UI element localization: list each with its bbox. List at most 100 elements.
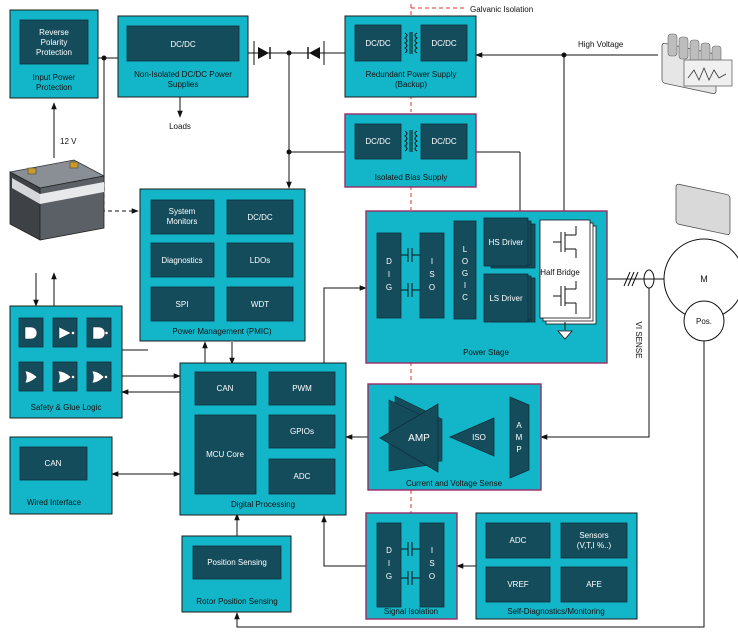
twelve-volt-label: 12 V: [60, 137, 77, 146]
high-voltage-battery-pack-icon: [661, 33, 733, 236]
can-box: [194, 371, 257, 406]
amp-big-label: AMP: [408, 433, 430, 444]
can-label: CAN: [217, 384, 234, 393]
redundant-dcdc-left-box: [354, 24, 402, 62]
pmic-dcdc-label: DC/DC: [247, 213, 273, 222]
pmic-spi-label: SPI: [176, 300, 189, 309]
power-stage-logic-box: [453, 220, 477, 320]
bias-dcdc-left-label: DC/DC: [365, 137, 391, 146]
amp-big-triangle: [379, 403, 439, 473]
wired-caption: Wired Interface: [27, 498, 82, 507]
non-isolated-dcdc-label: DC/DC: [170, 40, 196, 49]
mosfet-low-icon: [553, 281, 577, 314]
power-stage-caption: Power Stage: [463, 348, 509, 357]
bias-dcdc-right-box: [420, 123, 468, 160]
bias-dcdc-right-label: DC/DC: [431, 137, 457, 146]
pmic-ldos-box: [226, 242, 294, 278]
redundant-caption: Redundant Power Supply(Backup): [366, 70, 457, 89]
iso-triangle: [448, 417, 495, 457]
rotor-position-caption: Rotor Position Sensing: [196, 597, 277, 606]
pmic-diagnostics-box: [150, 242, 215, 278]
diode-right-icon: [307, 47, 320, 59]
pmic-ldos-label: LDOs: [250, 256, 270, 265]
logic-gates-icon: [18, 317, 112, 392]
bias-dcdc-left-box: [354, 123, 402, 160]
signal-isolation-caption: Signal Isolation: [384, 607, 438, 616]
motor-label: M: [700, 274, 708, 284]
amp-small-box: [509, 396, 530, 479]
pmic-system-monitors-box: [150, 199, 215, 235]
loads-label: Loads: [169, 122, 191, 131]
reverse-polarity-box: [19, 19, 89, 65]
diag-adc-label: ADC: [510, 536, 527, 545]
non-isolated-dcdc-box: [126, 25, 240, 62]
current-sense-caption: Current and Voltage Sense: [406, 479, 503, 488]
high-voltage-label: High Voltage: [578, 40, 624, 49]
ls-driver-box: [483, 273, 529, 323]
diag-afe-box: [560, 566, 628, 603]
adc-box: [268, 458, 336, 495]
digital-processing-caption: Digital Processing: [231, 500, 295, 509]
pmic-diagnostics-label: Diagnostics: [161, 256, 202, 265]
pmic-dcdc-box: [226, 199, 294, 235]
transformer-icon: [404, 32, 418, 54]
redundant-dcdc-right-label: DC/DC: [431, 39, 457, 48]
bias-supply-caption: Isolated Bias Supply: [375, 173, 448, 182]
hs-driver-box: [483, 217, 529, 267]
adc-label: ADC: [294, 472, 311, 481]
diag-vref-box: [485, 566, 551, 603]
position-sensor-icon: [683, 300, 725, 342]
signal-iso-box: [419, 522, 445, 608]
diag-adc-box: [485, 522, 551, 559]
pmic-wdt-label: WDT: [251, 300, 269, 309]
safety-caption: Safety & Glue Logic: [31, 403, 102, 412]
diag-sensors-label: Sensors(V,T,I %..): [577, 531, 612, 550]
gpios-label: GPIOs: [290, 427, 314, 436]
galvanic-isolation-label: Galvanic Isolation: [470, 5, 533, 14]
ls-driver-label: LS Driver: [489, 294, 523, 303]
hs-driver-label: HS Driver: [489, 238, 524, 247]
pmic-caption: Power Management (PMIC): [172, 327, 271, 336]
diode-left-icon: [258, 47, 271, 59]
signal-capacitor-icon: [401, 542, 420, 585]
mosfet-high-icon: [553, 226, 577, 258]
iso-triangle-label: ISO: [472, 433, 486, 442]
power-stage-dig-box: [376, 232, 402, 319]
mcu-core-label: MCU Core: [206, 450, 244, 459]
car-battery-icon: [8, 159, 106, 241]
pwm-label: PWM: [292, 384, 312, 393]
wires: [33, 41, 705, 628]
wired-can-box: [19, 446, 88, 481]
half-bridge-label: Half Bridge: [540, 268, 580, 277]
redundant-dcdc-right-box: [420, 24, 468, 62]
position-sensing-box: [192, 545, 282, 580]
mcu-core-box: [194, 414, 257, 495]
pwm-box: [268, 371, 336, 406]
position-sensor-label: Pos.: [696, 317, 712, 326]
self-diag-caption: Self-Diagnostics/Monitoring: [507, 607, 604, 616]
vi-sense-label: VI SENSE: [634, 322, 643, 359]
power-stage-iso-box: [419, 232, 445, 319]
pmic-wdt-box: [226, 286, 294, 322]
pmic-spi-box: [150, 286, 215, 322]
wired-can-label: CAN: [45, 459, 62, 468]
diag-afe-label: AFE: [586, 580, 602, 589]
gpios-box: [268, 414, 336, 449]
diag-vref-label: VREF: [507, 580, 528, 589]
transformer-icon: [404, 130, 418, 152]
diag-sensors-box: [560, 522, 628, 559]
ground-icon: [557, 322, 573, 340]
position-sensing-label: Position Sensing: [207, 558, 267, 567]
power-stage-capacitor-icon: [401, 248, 420, 297]
